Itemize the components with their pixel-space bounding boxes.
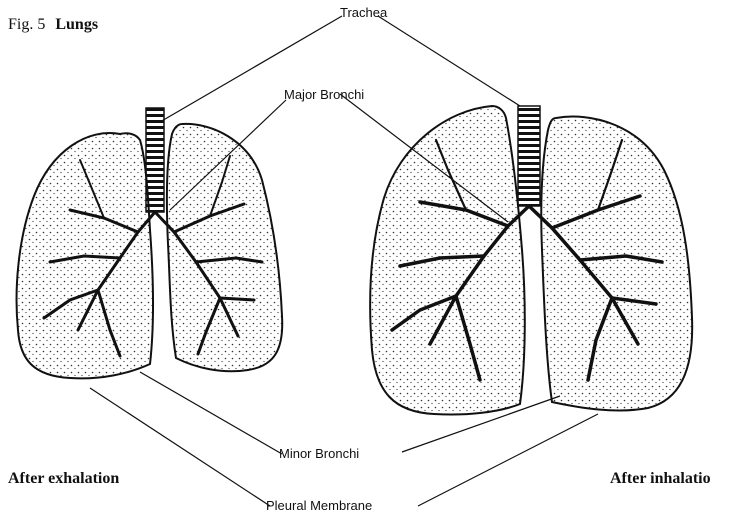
trachea-leader-left [160,16,342,122]
label-trachea: Trachea [340,5,387,20]
figure-name: Lungs [55,16,98,33]
minor-bronchi-leader-left [140,372,282,454]
caption-after-inhalation: After inhalatio [610,470,711,488]
inhaled-trachea [518,106,540,206]
figure-number: Fig. 5 [8,16,45,33]
figure-title: Fig. 5 Lungs [8,16,98,34]
inhaled-right-lung [370,106,525,415]
pleural-leader-right [418,414,598,506]
exhaled-lungs [17,108,283,378]
inhaled-left-lung [541,117,692,411]
caption-after-exhalation: After exhalation [8,470,119,488]
label-major-bronchi: Major Bronchi [284,87,364,102]
label-pleural-membrane: Pleural Membrane [266,498,372,513]
pleural-leader-left [90,388,270,506]
trachea-leader-right [378,16,520,106]
inhaled-lungs [370,106,692,415]
label-minor-bronchi: Minor Bronchi [279,446,359,461]
